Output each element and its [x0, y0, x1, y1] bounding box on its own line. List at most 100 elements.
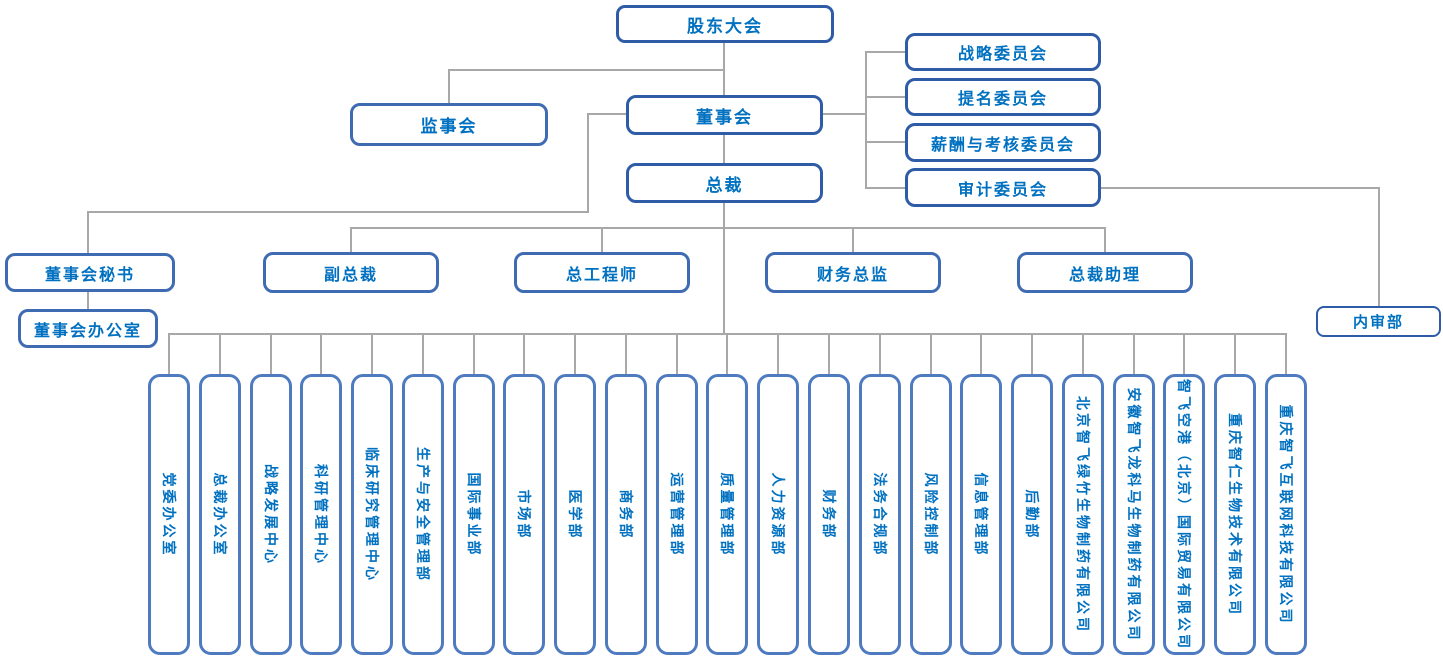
connector-line [1081, 333, 1084, 374]
connector-line [865, 141, 905, 143]
connector-line [723, 70, 725, 95]
department-label: 风险控制部 [922, 472, 939, 557]
connector-line [723, 43, 725, 70]
node-board-office: 董事会办公室 [18, 309, 158, 348]
node-label: 副总裁 [323, 266, 378, 284]
node-audit-committee: 审计委员会 [905, 168, 1101, 207]
node-label: 战略委员会 [957, 46, 1048, 63]
node-label: 内审部 [1352, 314, 1404, 331]
department-label: 信息管理部 [973, 472, 990, 557]
connector-line [421, 333, 424, 374]
node-label: 监事会 [420, 117, 478, 136]
node-label: 董事会 [696, 107, 753, 127]
connector-line [87, 211, 89, 253]
node-nomination-committee: 提名委员会 [905, 78, 1101, 116]
node-label: 董事会办公室 [33, 322, 142, 340]
department-label: 重庆智仁生物技术有限公司 [1227, 412, 1244, 617]
connector-line [88, 211, 589, 213]
node-label: 董事会秘书 [44, 266, 135, 284]
department-label: 安徽智飞龙科马生物制药有限公司 [1125, 387, 1142, 642]
connector-line [878, 333, 881, 374]
node-supervisory-board: 监事会 [350, 103, 548, 146]
node-label: 总裁 [705, 175, 744, 195]
node-department: 后勤部 [1011, 374, 1054, 655]
connector-line [1378, 187, 1380, 306]
connector-line [448, 69, 725, 71]
connector-line [726, 333, 729, 374]
connector-line [852, 227, 854, 252]
connector-line [601, 227, 603, 252]
node-department: 运营管理部 [655, 374, 698, 655]
department-label: 医学部 [567, 489, 584, 540]
node-department: 财务部 [808, 374, 850, 655]
connector-line [574, 333, 577, 374]
node-department: 信息管理部 [960, 374, 1003, 655]
connector-line [472, 333, 475, 374]
department-label: 总裁办公室 [211, 472, 228, 557]
connector-line [588, 113, 626, 115]
node-department: 人力资源部 [757, 374, 800, 655]
department-label: 重庆智飞互联网科技有限公司 [1277, 404, 1294, 625]
connector-line [1104, 227, 1106, 252]
node-department: 安徽智飞龙科马生物制药有限公司 [1112, 374, 1155, 655]
connector-line [350, 227, 1106, 229]
connector-line [777, 333, 780, 374]
connector-line [1234, 333, 1237, 374]
connector-line [822, 113, 867, 115]
connector-line [269, 333, 272, 374]
node-department: 党委办公室 [148, 374, 190, 655]
connector-line [320, 333, 323, 374]
department-label: 战略发展中心 [262, 463, 279, 566]
node-label: 总裁助理 [1068, 266, 1141, 284]
node-chief-engineer: 总工程师 [514, 252, 690, 293]
node-department: 临床研究管理中心 [351, 374, 394, 655]
connector-line [168, 333, 170, 374]
department-label: 党委办公室 [161, 472, 177, 557]
department-label: 市场部 [516, 489, 533, 540]
node-department: 国际事业部 [452, 374, 495, 655]
node-remuneration-appraisal-committee: 薪酬与考核委员会 [905, 123, 1101, 162]
node-department: 医学部 [554, 374, 597, 655]
node-label: 总工程师 [565, 266, 638, 284]
connector-line [448, 69, 450, 103]
node-department: 北京智飞绿竹生物制药有限公司 [1061, 374, 1104, 655]
node-department: 智飞空港（北京）国际贸易有限公司 [1163, 374, 1206, 655]
node-president-assistant: 总裁助理 [1017, 252, 1193, 293]
department-label: 人力资源部 [770, 472, 787, 557]
department-label: 科研管理中心 [313, 463, 330, 566]
node-shareholders-meeting: 股东大会 [616, 5, 834, 43]
node-strategy-committee: 战略委员会 [905, 33, 1101, 71]
connector-line [624, 333, 627, 374]
connector-line [865, 96, 905, 98]
node-department: 市场部 [503, 374, 546, 655]
connector-line [1284, 333, 1287, 374]
connector-line [675, 333, 678, 374]
connector-line [350, 227, 352, 252]
connector-line [218, 333, 221, 374]
connector-line [865, 51, 905, 53]
connector-line [723, 135, 725, 163]
department-label: 后勤部 [1024, 489, 1041, 540]
node-department: 科研管理中心 [300, 374, 343, 655]
node-department: 生产与安全管理部 [401, 374, 444, 655]
node-department: 战略发展中心 [249, 374, 292, 655]
department-label: 国际事业部 [465, 472, 482, 557]
connector-line [1101, 187, 1380, 189]
connector-line [371, 333, 374, 374]
department-label: 质量管理部 [719, 472, 736, 557]
node-department: 法务合规部 [858, 374, 901, 655]
department-label: 智飞空港（北京）国际贸易有限公司 [1176, 378, 1193, 651]
department-label: 运营管理部 [668, 472, 685, 557]
department-label: 法务合规部 [871, 472, 888, 557]
node-board-secretary: 董事会秘书 [5, 253, 175, 292]
department-label: 临床研究管理中心 [364, 446, 381, 583]
node-department: 重庆智仁生物技术有限公司 [1214, 374, 1257, 655]
node-department: 重庆智飞互联网科技有限公司 [1264, 374, 1307, 655]
node-vice-president: 副总裁 [263, 252, 439, 293]
node-department: 风险控制部 [909, 374, 952, 655]
node-label: 薪酬与考核委员会 [930, 136, 1075, 154]
node-finance-director: 财务总监 [765, 252, 941, 293]
node-department: 商务部 [604, 374, 647, 655]
connector-line [723, 203, 725, 335]
